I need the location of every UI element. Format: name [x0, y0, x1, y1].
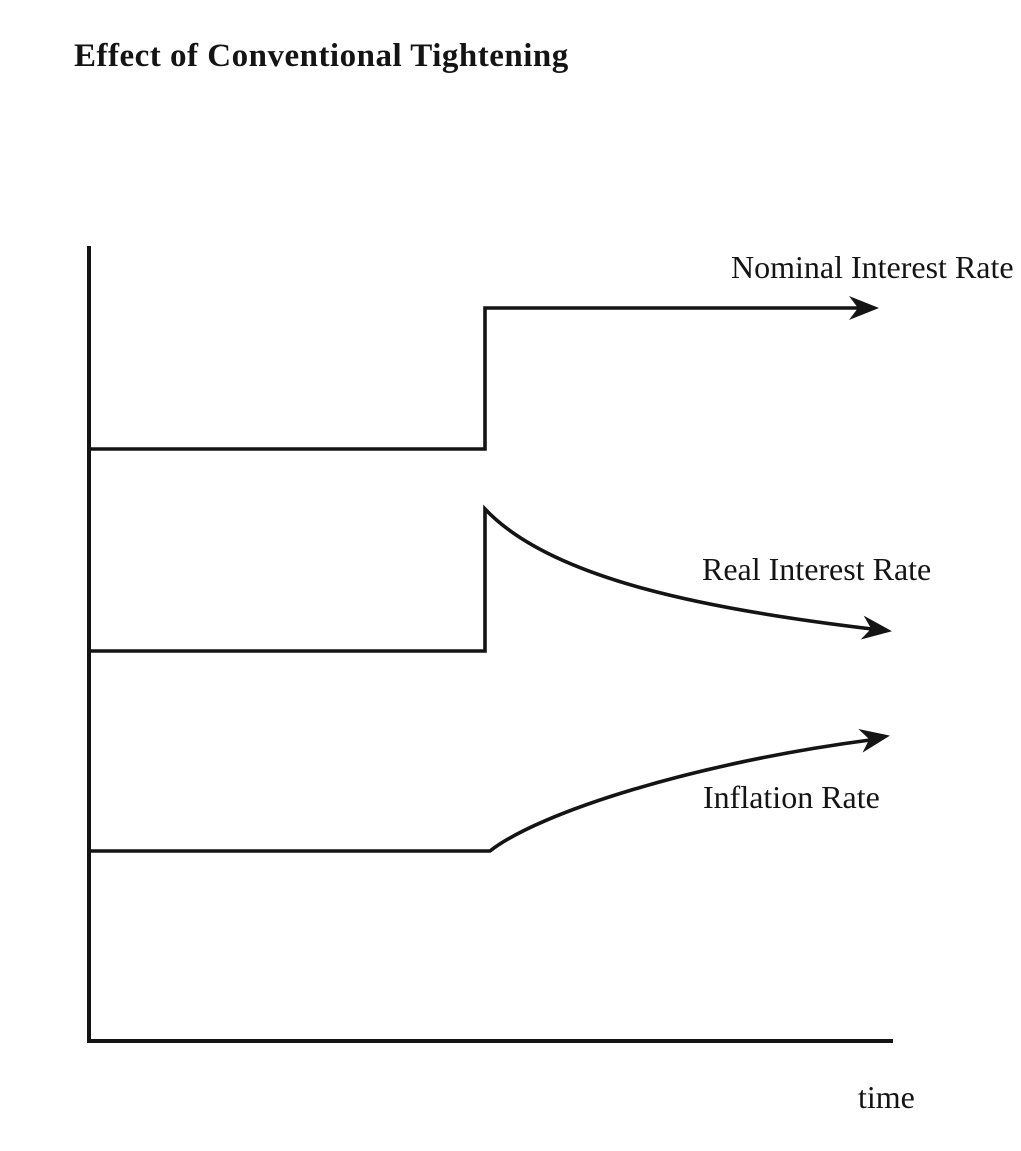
- series-label-nominal-interest-rate: Nominal Interest Rate: [731, 249, 1014, 285]
- real-interest-rate-arrowhead: [860, 615, 892, 640]
- nominal-interest-rate-arrowhead: [849, 296, 879, 320]
- real-interest-rate-line: [90, 504, 873, 653]
- series-label-real-interest-rate: Real Interest Rate: [702, 551, 932, 587]
- inflation-rate-line: [90, 738, 871, 853]
- x-axis-label-time: time: [858, 1079, 915, 1115]
- nominal-interest-rate-line: [90, 306, 860, 451]
- inflation-rate-arrowhead: [858, 729, 890, 753]
- series-label-inflation-rate: Inflation Rate: [703, 779, 880, 815]
- chart-title: Effect of Conventional Tightening: [74, 38, 569, 74]
